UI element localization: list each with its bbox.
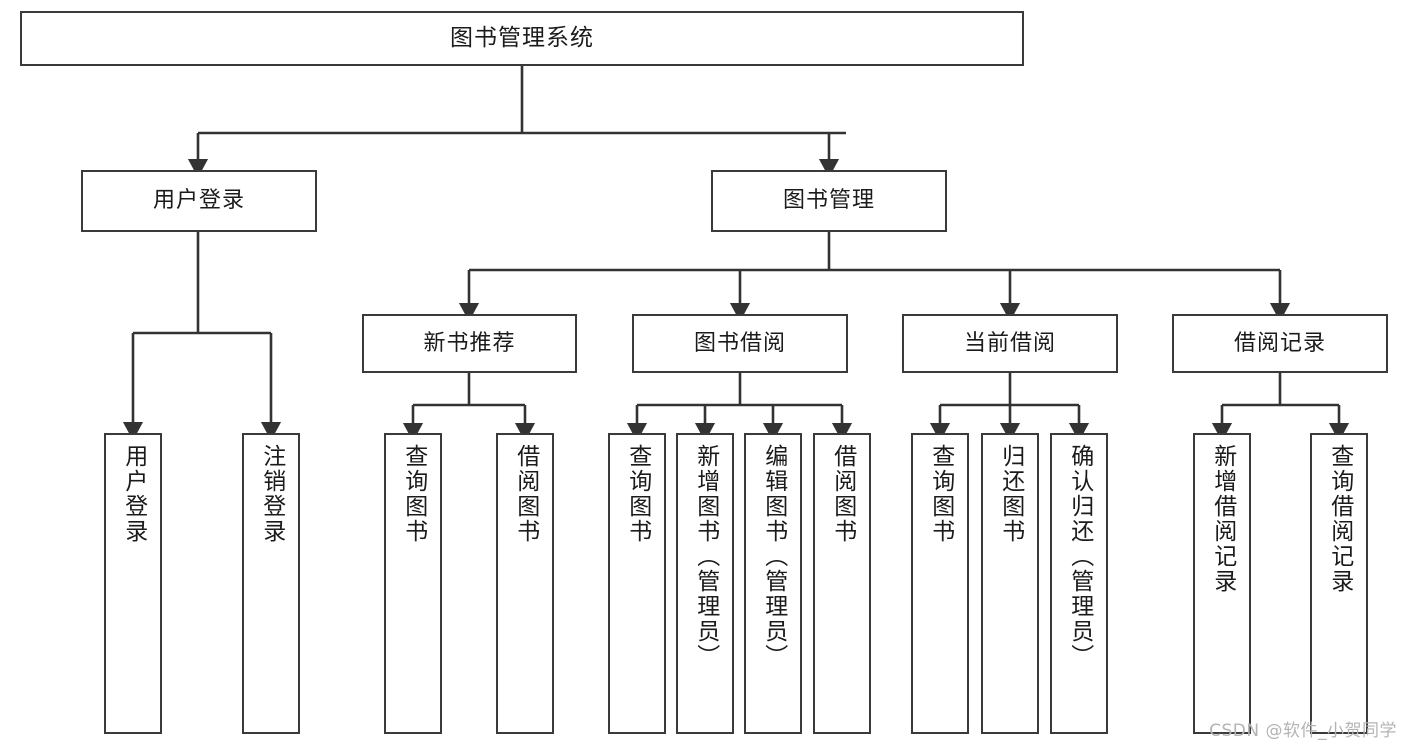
node-label: 查询借阅记录 bbox=[1326, 444, 1353, 594]
node-label: 新书推荐 bbox=[423, 330, 516, 356]
node-label: 查询图书 bbox=[400, 444, 427, 544]
node-label: 借阅记录 bbox=[1233, 330, 1326, 356]
node-leaf-edit-book-admin: 编辑图书（管理员） bbox=[744, 433, 802, 734]
node-leaf-return-book: 归还图书 bbox=[981, 433, 1039, 734]
node-leaf-confirm-return-admin: 确认归还（管理员） bbox=[1050, 433, 1108, 734]
node-root-book-management-system: 图书管理系统 bbox=[20, 11, 1024, 66]
watermark: CSDN @软件_小贺同学 bbox=[1209, 721, 1397, 741]
node-label: 注销登录 bbox=[258, 444, 285, 544]
node-label: 确认归还（管理员） bbox=[1066, 444, 1093, 669]
node-label: 图书管理系统 bbox=[450, 24, 594, 51]
node-leaf-add-borrow-record: 新增借阅记录 bbox=[1193, 433, 1251, 734]
node-label: 借阅图书 bbox=[829, 444, 856, 544]
node-label: 编辑图书（管理员） bbox=[760, 444, 787, 669]
node-borrow-record: 借阅记录 bbox=[1172, 314, 1388, 373]
node-leaf-add-book-admin: 新增图书（管理员） bbox=[676, 433, 734, 734]
node-label: 用户登录 bbox=[152, 188, 245, 214]
node-leaf-user-login: 用户登录 bbox=[104, 433, 162, 734]
node-leaf-query-book-recommend: 查询图书 bbox=[384, 433, 442, 734]
node-label: 借阅图书 bbox=[512, 444, 539, 544]
node-new-book-recommend: 新书推荐 bbox=[362, 314, 577, 373]
node-leaf-query-book-borrow: 查询图书 bbox=[608, 433, 666, 734]
node-label: 图书管理 bbox=[782, 188, 875, 214]
node-current-borrow: 当前借阅 bbox=[902, 314, 1118, 373]
node-leaf-borrow-book-recommend: 借阅图书 bbox=[496, 433, 554, 734]
node-leaf-query-book-current: 查询图书 bbox=[911, 433, 969, 734]
node-leaf-borrow-book: 借阅图书 bbox=[813, 433, 871, 734]
node-label: 查询图书 bbox=[624, 444, 651, 544]
node-book-borrow: 图书借阅 bbox=[632, 314, 848, 373]
node-label: 当前借阅 bbox=[963, 330, 1056, 356]
node-book-management: 图书管理 bbox=[711, 170, 947, 232]
node-leaf-query-borrow-record: 查询借阅记录 bbox=[1310, 433, 1368, 734]
node-user-login: 用户登录 bbox=[81, 170, 317, 232]
node-label: 查询图书 bbox=[927, 444, 954, 544]
node-label: 归还图书 bbox=[997, 444, 1024, 544]
node-label: 用户登录 bbox=[120, 444, 147, 544]
node-leaf-logout-login: 注销登录 bbox=[242, 433, 300, 734]
node-label: 新增图书（管理员） bbox=[692, 444, 719, 669]
node-label: 图书借阅 bbox=[693, 330, 786, 356]
node-label: 新增借阅记录 bbox=[1209, 444, 1236, 594]
